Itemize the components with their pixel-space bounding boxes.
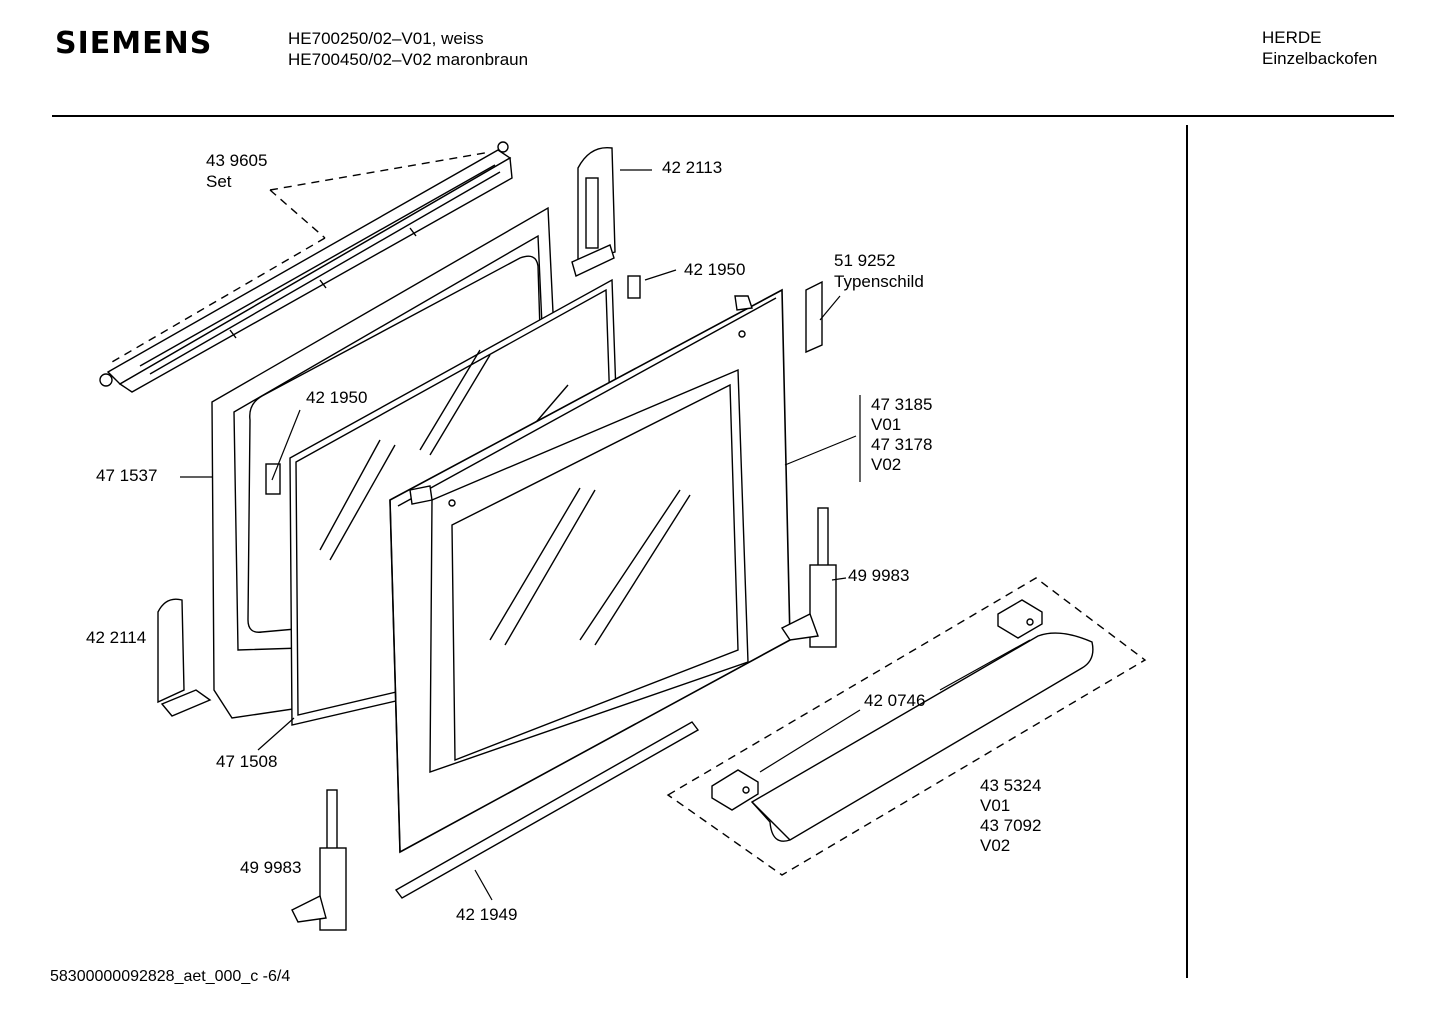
set-leader-lines	[111, 151, 491, 363]
part-473178: 47 3178	[871, 435, 933, 454]
glass-clip-top	[627, 275, 641, 299]
part-422113: 42 2113	[662, 158, 723, 177]
door-hinge-left	[291, 789, 347, 931]
part-499983-left: 49 9983	[240, 858, 302, 877]
part-435324-note: V01	[980, 796, 1011, 815]
part-437092: 43 7092	[980, 816, 1042, 835]
side-divider	[1186, 125, 1188, 978]
bottom-seal-strip	[394, 721, 700, 899]
part-519252-note: Typenschild	[834, 272, 924, 291]
part-473185-note: V01	[871, 415, 902, 434]
rating-plate	[805, 280, 823, 354]
handle-assembly	[666, 577, 1147, 876]
top-rail-part	[99, 141, 513, 393]
hinge-bracket-bottom	[157, 598, 212, 717]
part-473185: 47 3185	[871, 395, 933, 414]
part-437092-note: V02	[980, 836, 1011, 855]
door-hinge-right	[780, 507, 837, 648]
part-422114: 42 2114	[86, 628, 147, 647]
part-421949: 42 1949	[456, 905, 518, 924]
part-420746: 42 0746	[864, 691, 926, 710]
model-line-1: HE700250/02–V01, weiss	[288, 29, 484, 48]
part-473178-note: V02	[871, 455, 902, 474]
part-519252: 51 9252	[834, 251, 896, 270]
part-439605: 43 9605	[206, 151, 268, 170]
part-499983-right: 49 9983	[848, 566, 910, 585]
brand-logo: SIEMENS	[55, 26, 213, 61]
part-421950-top: 42 1950	[684, 260, 746, 279]
model-line-2: HE700450/02–V02 maronbraun	[288, 50, 529, 69]
category-line-2: Einzelbackofen	[1262, 49, 1378, 68]
part-421950-left: 42 1950	[306, 388, 368, 407]
part-471537: 47 1537	[96, 466, 158, 485]
category-line-1: HERDE	[1262, 28, 1322, 47]
part-439605-note: Set	[206, 172, 232, 191]
header-divider	[52, 115, 1394, 117]
document-id: 58300000092828_aet_000_c -6/4	[50, 968, 291, 985]
part-471508: 47 1508	[216, 752, 278, 771]
part-435324: 43 5324	[980, 776, 1042, 795]
leader-lines	[180, 169, 1031, 901]
hinge-bracket-top	[571, 146, 616, 277]
